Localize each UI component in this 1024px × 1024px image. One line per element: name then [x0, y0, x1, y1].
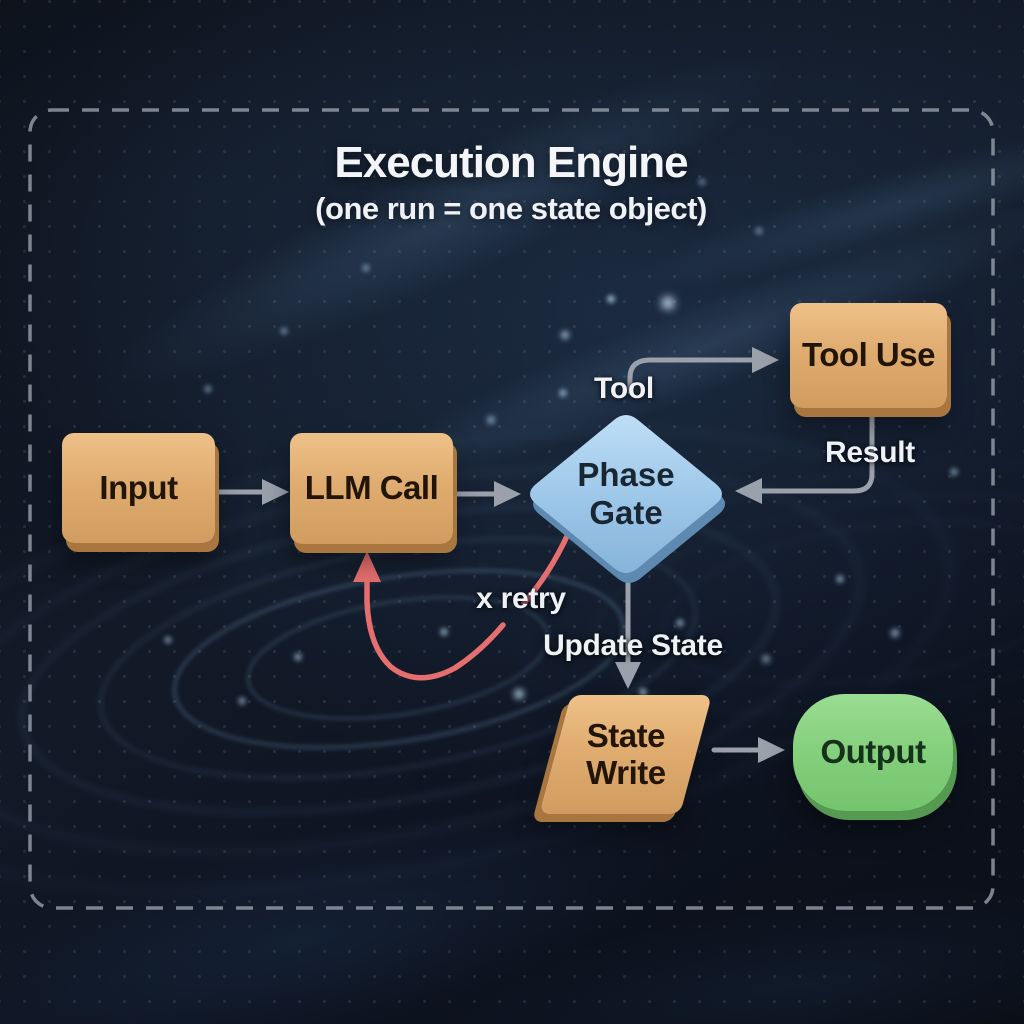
arrowhead	[615, 662, 641, 689]
arrowhead	[735, 478, 762, 504]
diagram-subtitle: (one run = one state object)	[315, 191, 707, 226]
node-phase-gate-label: Phase Gate	[577, 456, 675, 531]
arrowhead	[494, 481, 521, 507]
node-input-label: Input	[99, 468, 178, 506]
edge-phasegate-tooluse	[627, 357, 755, 395]
node-llm-call: LLM Call	[290, 433, 453, 544]
retry-curve-upper	[521, 531, 571, 606]
node-output-label: Output	[820, 733, 926, 771]
node-llm-call-label: LLM Call	[304, 469, 439, 507]
edge-label-retry: x retry	[476, 582, 566, 615]
edge-label-tool: Tool	[594, 372, 654, 405]
arrowhead	[752, 347, 779, 373]
edge-label-result: Result	[825, 436, 915, 469]
arrowhead	[262, 479, 289, 505]
node-tool-use-label: Tool Use	[802, 336, 935, 374]
arrowhead	[758, 737, 785, 763]
phase-gate-diamond	[530, 415, 722, 573]
edge-tooluse-phasegate	[759, 409, 875, 494]
dashed-boundary	[28, 108, 995, 910]
node-tool-use: Tool Use	[790, 303, 947, 408]
retry-arrowhead	[353, 551, 381, 582]
edge-label-update-state: Update State	[543, 629, 723, 662]
node-state-write-label: State Write	[585, 716, 666, 791]
node-output: Output	[793, 694, 953, 811]
retry-curve-lower	[364, 573, 506, 681]
node-input: Input	[62, 433, 215, 543]
diagram-title: Execution Engine	[334, 138, 688, 187]
